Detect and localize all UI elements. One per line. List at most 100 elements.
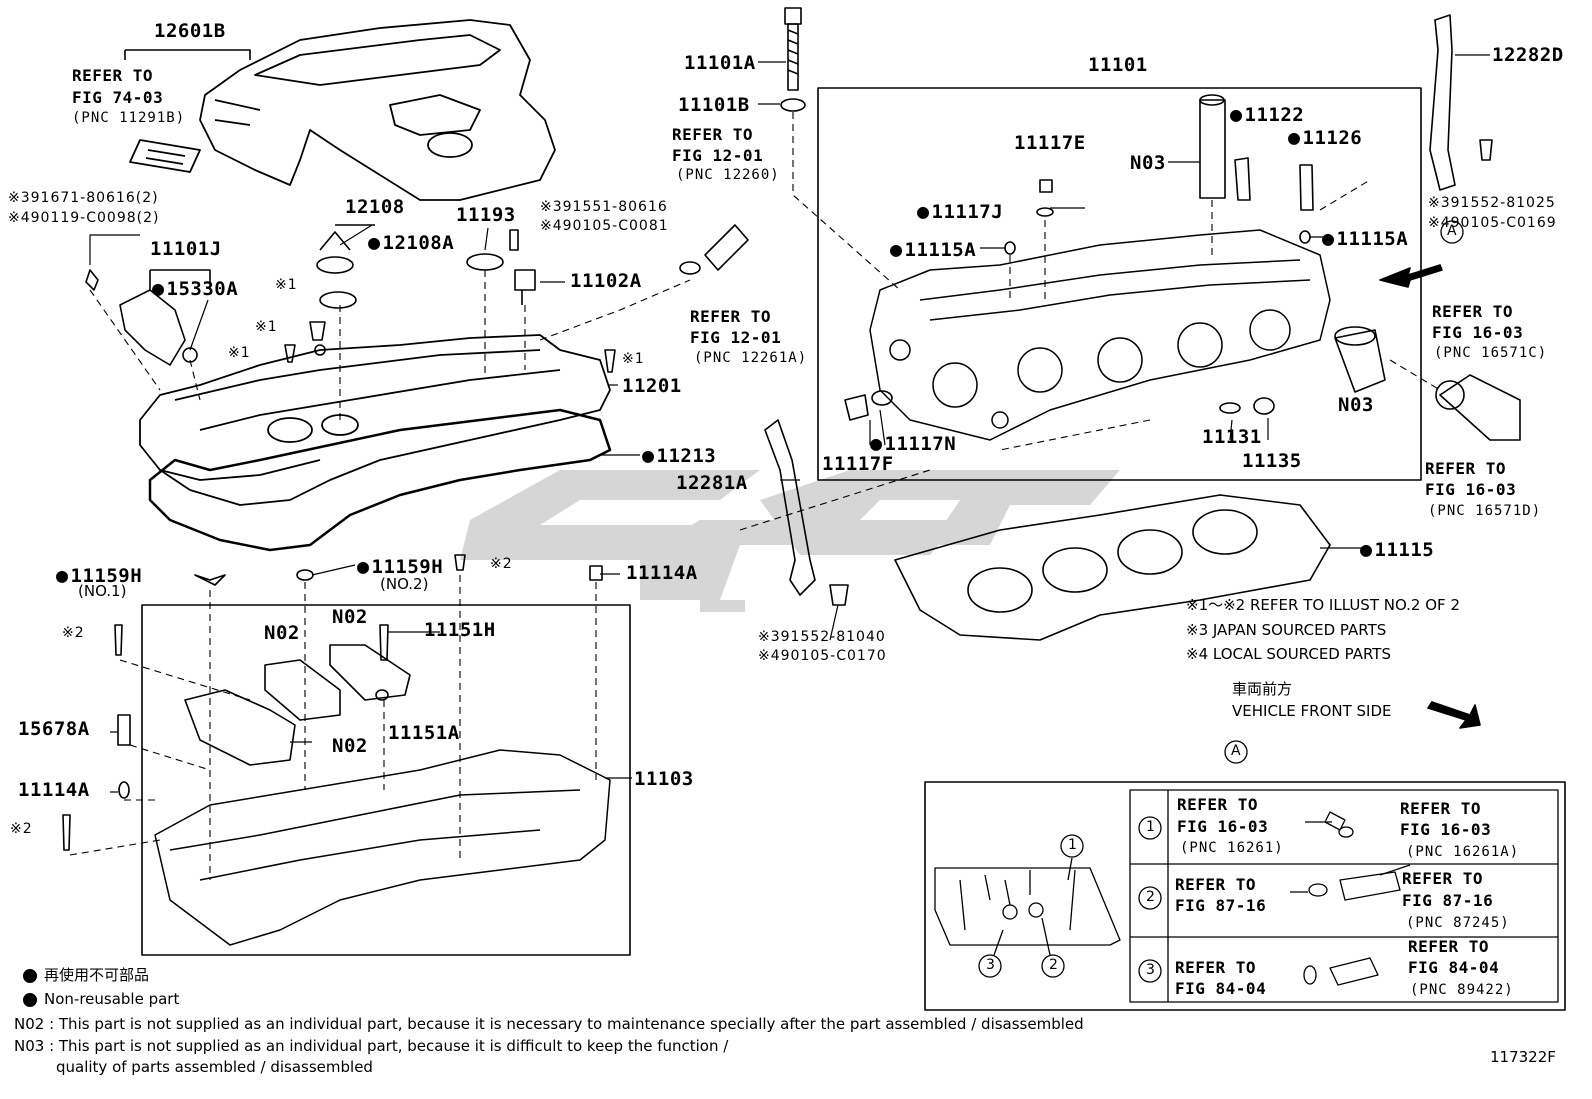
valve-cover <box>139 334 611 506</box>
sensor-11102A <box>514 269 536 305</box>
front-side-en: VEHICLE FRONT SIDE <box>1232 702 1392 720</box>
sketch-callout-3: 3 <box>986 957 996 973</box>
detail-row3-left-2: FIG 84-04 <box>1175 979 1267 998</box>
label-11213: 11213 <box>642 445 716 466</box>
detail-row2-num: 2 <box>1146 889 1156 905</box>
head-gasket <box>894 494 1331 641</box>
watermark <box>460 470 1120 612</box>
label-11115a-right: 11115A <box>1322 228 1408 249</box>
label-12108a: 12108A <box>368 232 454 253</box>
label-11101b: 11101B <box>678 94 750 116</box>
label-11115a-left: 11115A <box>890 239 976 260</box>
detail-row2-right-2: FIG 87-16 <box>1402 891 1494 910</box>
detail-a-icons <box>1290 811 1411 986</box>
detail-a-sketch <box>934 857 1121 956</box>
label-n03-top: N03 <box>1130 152 1166 174</box>
callout-a-top: A <box>1447 223 1458 239</box>
refer-16d-line1: REFER TO <box>1425 459 1507 478</box>
label-11117n: 11117N <box>870 433 956 454</box>
star1-b: ※1 <box>255 319 278 335</box>
bolt-pn-1a: ※391671-80616(2) <box>8 190 159 206</box>
label-n02-b: N02 <box>332 606 368 628</box>
refer-12a-line2: FIG 12-01 <box>672 146 764 165</box>
star1-a: ※1 <box>275 277 298 293</box>
label-12281a: 12281A <box>676 472 748 494</box>
cylinder-head <box>869 229 1331 441</box>
label-11117e: 11117E <box>1014 132 1086 154</box>
star1-c: ※1 <box>228 345 251 361</box>
label-11126: 11126 <box>1288 127 1362 148</box>
detail-a-table <box>1129 789 1559 1003</box>
refer-16c-line2: FIG 16-03 <box>1432 323 1524 342</box>
detail-row3-right-2: FIG 84-04 <box>1408 958 1500 977</box>
bolt-pn-3a: ※391552-81025 <box>1428 195 1556 211</box>
detail-row3-right-1: REFER TO <box>1408 937 1490 956</box>
bolt-pn-2a: ※391551-80616 <box>540 199 668 215</box>
detail-row1-num: 1 <box>1146 819 1156 835</box>
legend-jp: 再使用不可部品 <box>44 966 150 984</box>
long-bolt <box>780 7 806 112</box>
detail-row1-left-1: REFER TO <box>1177 795 1259 814</box>
label-11201: 11201 <box>622 375 682 397</box>
cam-housing <box>154 749 611 946</box>
refer-12b-line1: REFER TO <box>690 307 772 326</box>
bolt-pn-4b: ※490105-C0170 <box>758 648 887 664</box>
detail-row3-left-1: REFER TO <box>1175 958 1257 977</box>
star2-a: ※2 <box>490 556 513 572</box>
star1-d: ※1 <box>622 351 645 367</box>
detail-row1-left-2: FIG 16-03 <box>1177 817 1269 836</box>
detail-row2-left-1: REFER TO <box>1175 875 1257 894</box>
detail-row1-right-2: FIG 16-03 <box>1400 820 1492 839</box>
refer-16d-line2: FIG 16-03 <box>1425 480 1517 499</box>
detail-row1-left-3: (PNC 16261) <box>1180 840 1284 856</box>
legend-dot-1 <box>23 969 37 983</box>
label-12108: 12108 <box>345 196 405 218</box>
label-11114a-top: 11114A <box>626 562 698 584</box>
refer-12a-line1: REFER TO <box>672 125 754 144</box>
label-11114a-left: 11114A <box>18 779 90 801</box>
refer-74-line1: REFER TO <box>72 66 154 85</box>
refer-12b-line3: (PNC 12261A) <box>694 350 808 366</box>
label-11122: 11122 <box>1230 104 1304 125</box>
bolt-pn-1b: ※490119-C0098(2) <box>8 210 160 226</box>
bolt-pn-2b: ※490105-C0081 <box>540 218 669 234</box>
bolt-shape <box>509 229 519 251</box>
sketch-callout-2: 2 <box>1049 957 1059 973</box>
refer-12a-line3: (PNC 12260) <box>676 167 780 183</box>
cylinder-head-frame <box>817 87 1422 481</box>
star2-c: ※2 <box>10 821 33 837</box>
refer-74-line3: (PNC 11291B) <box>72 110 186 126</box>
label-12601b: 12601B <box>154 20 226 42</box>
label-12282d: 12282D <box>1492 44 1564 66</box>
label-11103: 11103 <box>634 768 694 790</box>
label-11131: 11131 <box>1202 426 1262 448</box>
dashed-guides <box>69 112 1441 880</box>
label-11151a: 11151A <box>388 722 460 744</box>
callout-a-detail: A <box>1231 743 1242 759</box>
refer-16d-line3: (PNC 16571D) <box>1428 503 1542 519</box>
oil-seal-11193 <box>466 253 504 271</box>
detail-row1-right-1: REFER TO <box>1400 799 1482 818</box>
label-11159h-2: 11159H <box>357 556 443 577</box>
label-n02-c: N02 <box>332 735 368 757</box>
front-side-jp: 車両前方 <box>1232 680 1293 698</box>
refer-16c-line1: REFER TO <box>1432 302 1514 321</box>
label-11151h: 11151H <box>424 619 496 641</box>
oil-pan-frame <box>141 604 631 956</box>
label-11102a: 11102A <box>570 270 642 292</box>
detail-row1-right-3: (PNC 16261A) <box>1406 844 1520 860</box>
label-11135: 11135 <box>1242 450 1302 472</box>
detail-row3-right-3: (PNC 89422) <box>1410 982 1514 998</box>
note-stars: ※1～※2 REFER TO ILLUST NO.2 OF 2 <box>1186 596 1460 614</box>
label-n02-a: N02 <box>264 622 300 644</box>
detail-a-frame <box>924 781 1566 1011</box>
label-11101j: 11101J <box>150 238 222 260</box>
label-11115: 11115 <box>1360 539 1434 560</box>
label-15678a: 15678A <box>18 718 90 740</box>
bracket-12282d <box>1429 14 1456 191</box>
refer-16c-line3: (PNC 16571C) <box>1434 345 1548 361</box>
detail-row2-right-1: REFER TO <box>1402 869 1484 888</box>
tube-n03 <box>1199 99 1226 199</box>
